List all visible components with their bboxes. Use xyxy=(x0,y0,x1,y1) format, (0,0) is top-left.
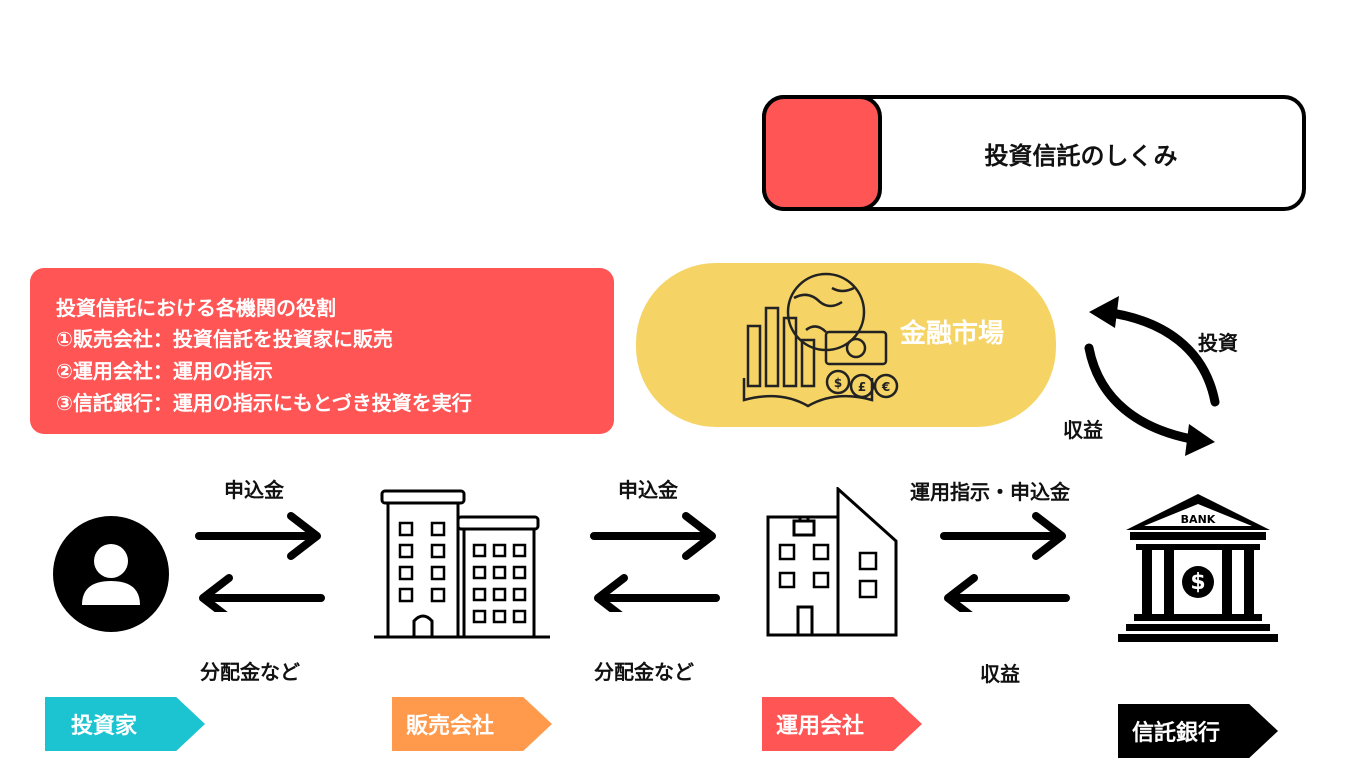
svg-text:$: $ xyxy=(1190,570,1205,595)
svg-text:$: $ xyxy=(834,376,842,390)
page-title: 投資信託のしくみ xyxy=(984,141,1178,170)
tag-manager: 運用会社 xyxy=(762,697,922,751)
svg-text:€: € xyxy=(881,380,890,394)
investor-person-icon xyxy=(53,516,169,632)
flow-label-investor-seller-top: 申込金 xyxy=(224,478,284,502)
market-chart-globe-icon: $ £ € xyxy=(742,272,899,408)
role-line-seller: ①販売会社：投資信託を投資家に販売 xyxy=(56,327,393,351)
flow-label-seller-manager-top: 申込金 xyxy=(618,478,678,502)
role-line-manager: ②運用会社：運用の指示 xyxy=(56,359,273,383)
arrows-seller-manager-icon xyxy=(590,512,720,612)
market-label: 金融市場 xyxy=(900,319,1005,349)
roles-heading: 投資信託における各機関の役割 xyxy=(56,296,336,320)
roles-note: 投資信託における各機関の役割 ①販売会社：投資信託を投資家に販売 ②運用会社：運… xyxy=(30,268,614,434)
tag-seller-label: 販売会社 xyxy=(406,714,495,739)
arrows-manager-bank-icon xyxy=(940,512,1070,612)
flow-label-seller-manager-bottom: 分配金など xyxy=(594,660,694,684)
tag-seller: 販売会社 xyxy=(392,697,552,751)
svg-text:£: £ xyxy=(858,380,866,394)
title-color-swatch xyxy=(762,95,882,211)
seller-building-icon xyxy=(374,489,550,639)
manager-building-icon xyxy=(766,487,898,637)
bank-building-icon: BANK $ xyxy=(1118,494,1278,642)
flow-label-market-return: 収益 xyxy=(1063,418,1103,442)
flow-label-manager-bank-top: 運用指示・申込金 xyxy=(910,480,1070,504)
tag-investor-label: 投資家 xyxy=(71,714,138,739)
market-cycle-arrows-icon xyxy=(1084,296,1220,456)
flow-label-invest: 投資 xyxy=(1198,331,1238,355)
flow-label-manager-bank-bottom: 収益 xyxy=(980,662,1020,686)
role-line-bank: ③信託銀行：運用の指示にもとづき投資を実行 xyxy=(56,391,472,415)
bank-sign: BANK xyxy=(1181,513,1216,526)
tag-bank-label: 信託銀行 xyxy=(1132,721,1221,746)
tag-investor: 投資家 xyxy=(45,697,205,751)
tag-manager-label: 運用会社 xyxy=(776,714,865,739)
flow-label-investor-seller-bottom: 分配金など xyxy=(200,660,300,684)
arrows-investor-seller-icon xyxy=(195,512,325,612)
tag-bank: 信託銀行 xyxy=(1118,704,1278,758)
